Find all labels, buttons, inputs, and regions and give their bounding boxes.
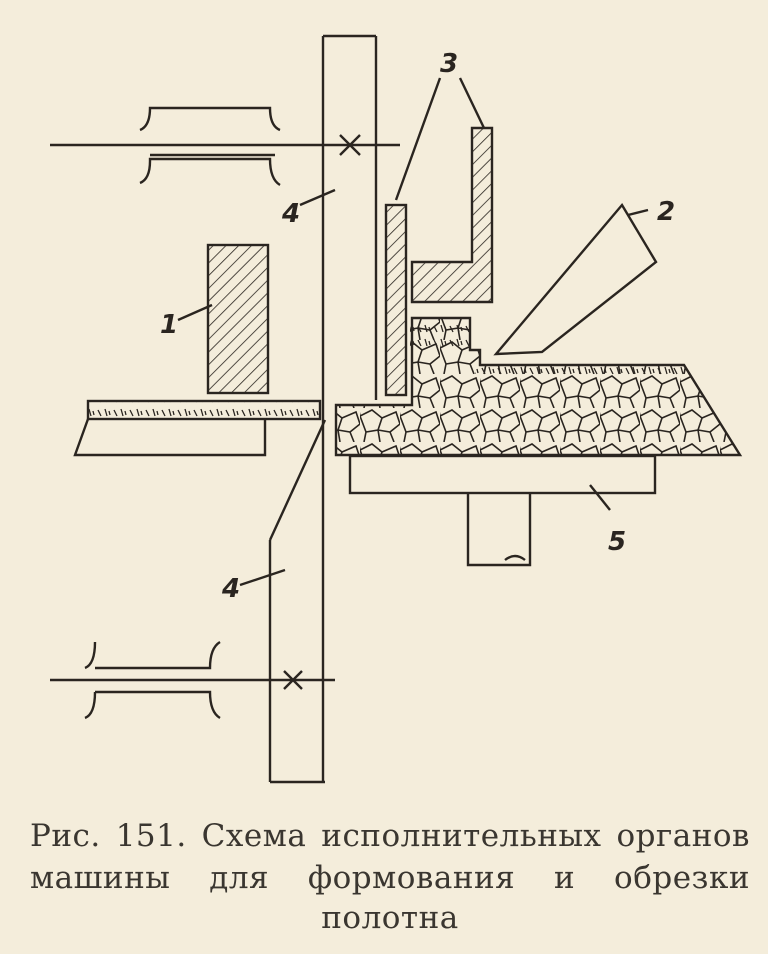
knife-2 — [493, 202, 658, 356]
block-1 — [206, 243, 270, 395]
caption-line-2: машины для формования и обрезки — [30, 860, 750, 896]
upper-guide-axis — [50, 106, 400, 187]
pallet-5 — [348, 454, 657, 495]
label-4-upper: 4 — [281, 199, 300, 229]
label-4-lower: 4 — [221, 574, 240, 604]
shaft — [466, 493, 532, 567]
label-2: 2 — [657, 197, 675, 227]
left-table — [73, 418, 267, 457]
web-strip-left — [86, 399, 322, 421]
caption-line-1: Рис. 151. Схема исполнительных органов — [30, 818, 750, 854]
label-5: 5 — [608, 527, 626, 557]
knife-3-vertical — [384, 203, 408, 397]
label-1: 1 — [160, 310, 178, 340]
vertical-knife-4 — [268, 34, 378, 784]
caption-line-3: полотна — [321, 900, 459, 936]
lower-guide-axis — [50, 640, 335, 720]
label-3: 3 — [440, 49, 458, 79]
knife-3-angle — [410, 126, 494, 304]
